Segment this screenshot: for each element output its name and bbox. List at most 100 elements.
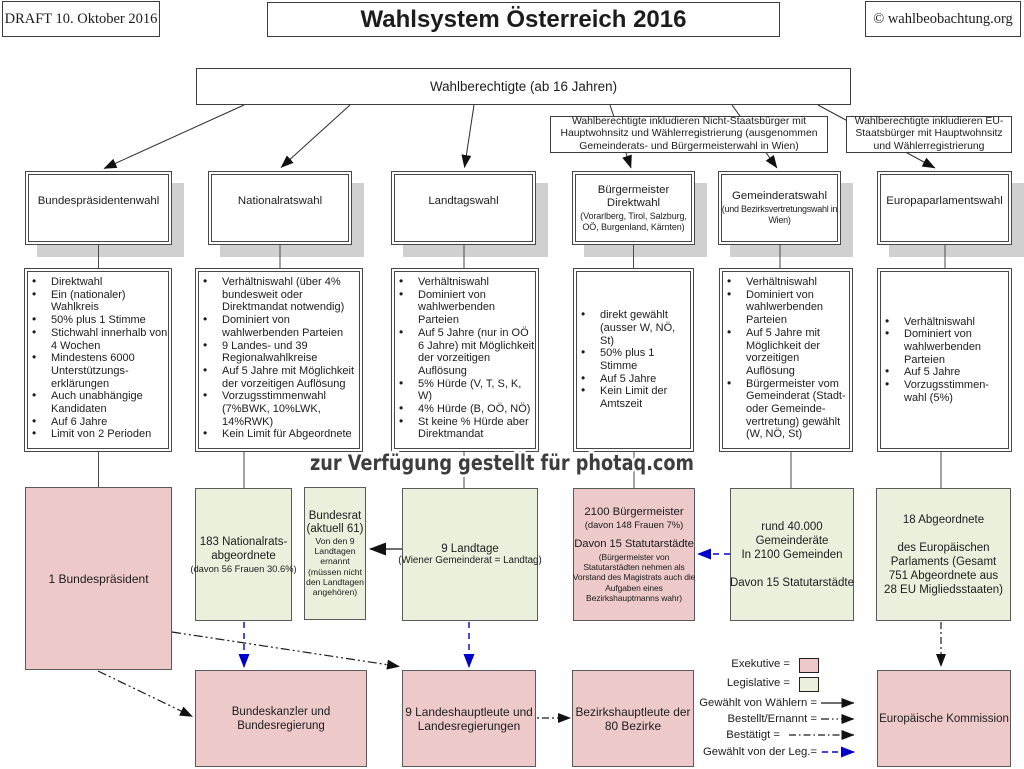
legend-legislative-label: Legislative = (726, 676, 790, 689)
bullets-landtagswahl: VerhältniswahlDominiert von wahlwerbende… (391, 268, 539, 452)
result-landtage: 9 Landtage (Wiener Gemeinderat = Landtag… (398, 488, 542, 621)
bullet-item: Verhältniswahl (727, 275, 850, 289)
legend-exekutive-label: Exekutive = (731, 658, 790, 670)
header-title: Bundespräsidentenwahl (37, 194, 160, 207)
legend-exekutive-swatch (799, 658, 819, 673)
bullet-item: Auf 6 Jahre (32, 415, 169, 429)
header-bundespraesidentenwahl: Bundespräsidentenwahl (25, 171, 172, 245)
result-sub: (davon 148 Frauen 7%) (584, 519, 684, 531)
result-sub: (davon 56 Frauen 30.6%) (190, 563, 297, 574)
bottom-eu-kommission: Europäische Kommission (877, 670, 1011, 767)
result-main: 2100 Bürgermeister (584, 505, 684, 518)
bullet-item: Auf 5 Jahre (885, 365, 1009, 379)
bullet-item: Ein (nationaler) Wahlkreis (32, 288, 169, 314)
appointment-arrows (97, 622, 946, 723)
bullet-item: Verhältniswahl (885, 315, 1009, 329)
bottom-landeshauptleute: 9 Landeshauptleute und Landesregierungen (402, 670, 536, 767)
header-landtagswahl: Landtagswahl (391, 171, 536, 245)
header-title: Europaparlamentswahl (886, 194, 1003, 207)
bullet-item: Stichwahl innerhalb von 4 Wochen (32, 326, 169, 352)
legend-bestaetigt-label: Bestätigt = (726, 729, 780, 741)
result-main: 9 Landtage (441, 543, 499, 556)
bottom-label: Bezirkshauptleute der 80 Bezirke (575, 704, 691, 733)
draft-label-box: DRAFT 10. Oktober 2016 (2, 1, 160, 37)
result-gemeinderaete: rund 40.000 Gemeinderäte In 2100 Gemeind… (730, 488, 854, 621)
bullet-item: Auf 5 Jahre (nur in OÖ 6 Jahre) mit Mögl… (399, 326, 536, 378)
legend-bestellt-ernannt-label: Bestellt/Ernannt = (727, 713, 818, 725)
result-bundesrat: Bundesrat (aktuell 61) Von den 9 Landtag… (304, 487, 366, 620)
title-box: Wahlsystem Österreich 2016 (267, 2, 780, 37)
bullet-item: Kein Limit der Amtszeit (581, 384, 691, 410)
legend-legislative-swatch (799, 677, 819, 692)
bullet-item: Auch unabhängige Kandidaten (32, 389, 169, 415)
result-sub: Von den 9 Landtagen ernannt (müssen nich… (306, 535, 364, 598)
legend-gewaehlt-von-waehlern-label: Gewählt von Wählern = (699, 697, 817, 709)
bullet-list: VerhältniswahlDominiert von wahlwerbende… (878, 315, 1011, 405)
result-bundespraesident: 1 Bundespräsident (25, 487, 172, 670)
header-subtitle: (und Bezirksvertretungswahl in Wien) (721, 203, 838, 225)
copyright-box: © wahlbeobachtung.org (865, 1, 1021, 37)
note-non-citizens: Wahlberechtigte inkludieren Nicht-Staats… (550, 116, 828, 153)
header-subtitle: (Vorarlberg, Tirol, Salzburg, OÖ, Burgen… (580, 210, 687, 232)
result-eu-abgeordnete: 18 Abgeordnete des Europäischen Parlamen… (876, 488, 1011, 621)
legend-arrow-samples (789, 698, 855, 758)
note-eu-citizens: Wahlberechtigte inkludieren EU- Staatsbü… (846, 116, 1012, 153)
note-eu-citizens-text: Wahlberechtigte inkludieren EU- Staatsbü… (854, 116, 1004, 152)
bullet-item: Auf 5 Jahre mit Möglichkeit der vorzeiti… (203, 364, 360, 390)
result-main: 183 Nationalrats- abgeordnete (199, 536, 288, 562)
bullet-item: Direktwahl (32, 275, 169, 289)
result-main2: Davon 15 Statutarstädte (574, 538, 694, 551)
header-title: Nationalratswahl (237, 194, 323, 207)
header-title: Gemeinderatswahl (732, 190, 827, 203)
bullet-item: Dominiert von wahlwerbenden Parteien (885, 327, 1009, 366)
bullet-list: VerhältniswahlDominiert von wahlwerbende… (720, 269, 852, 441)
copyright-label: © wahlbeobachtung.org (873, 10, 1013, 27)
bottom-label: Bundeskanzler und Bundesregierung (231, 705, 331, 732)
bullet-item: 50% plus 1 Stimme (32, 313, 169, 327)
bullet-item: Vorzugsstimmen- wahl (5%) (885, 378, 1009, 404)
bullet-item: Dominiert von wahlwerbenden Parteien (203, 313, 360, 339)
bullets-bundespraesidentenwahl: DirektwahlEin (nationaler) Wahlkreis50% … (24, 268, 172, 452)
legislative-elects-arrows (238, 548, 730, 668)
bullet-item: Bürgermeister vom Gemeinderat (Stadt- od… (727, 377, 850, 442)
result-label: 1 Bundespräsident (48, 571, 149, 586)
bullet-item: Verhältniswahl (über 4% bundesweit oder … (203, 275, 360, 314)
header-nationalratswahl: Nationalratswahl (208, 171, 352, 245)
bullets-nationalratswahl: Verhältniswahl (über 4% bundesweit oder … (195, 268, 363, 452)
bullet-list: VerhältniswahlDominiert von wahlwerbende… (392, 269, 538, 441)
header-title: Landtagswahl (428, 194, 499, 207)
bullet-item: Dominiert von wahlwerbenden Parteien (727, 288, 850, 327)
draft-label: DRAFT 10. Oktober 2016 (4, 10, 158, 27)
result-main: Bundesrat (aktuell 61) (306, 509, 364, 535)
note-non-citizens-text: Wahlberechtigte inkludieren Nicht-Staats… (560, 116, 818, 152)
bullet-item: Verhältniswahl (399, 275, 536, 289)
bottom-bezirkshauptleute: Bezirkshauptleute der 80 Bezirke (572, 670, 694, 767)
bullet-list: DirektwahlEin (nationaler) Wahlkreis50% … (25, 269, 171, 441)
result-buergermeister: 2100 Bürgermeister (davon 148 Frauen 7%)… (573, 488, 695, 621)
header-europaparlamentswahl: Europaparlamentswahl (877, 171, 1012, 245)
root-box-label: Wahlberechtigte (ab 16 Jahren) (429, 79, 618, 94)
root-box-wahlberechtigte: Wahlberechtigte (ab 16 Jahren) (196, 68, 851, 105)
bullet-item: Kein Limit für Abgeordnete (203, 427, 360, 441)
legend-gewaehlt-von-der-leg-label: Gewählt von der Leg.= (703, 746, 817, 758)
bullet-item: Limit von 2 Perioden (32, 427, 169, 441)
bullet-item: 9 Landes- und 39 Regionalwahlkreise (203, 338, 360, 365)
result-sub2: (Bürgermeister von Statutarstädten nehme… (572, 551, 696, 603)
bullets-buergermeister-direktwahl: direkt gewählt (ausser W, NÖ, St)50% plu… (573, 268, 694, 452)
result-nationalratsabgeordnete: 183 Nationalrats- abgeordnete (davon 56 … (190, 488, 297, 621)
header-gemeinderatswahl: Gemeinderatswahl (und Bezirksvertretungs… (718, 171, 841, 245)
bottom-label: 9 Landeshauptleute und Landesregierungen (405, 704, 533, 733)
header-title: Bürgermeister Direktwahl (597, 183, 670, 210)
header-buergermeister-direktwahl: Bürgermeister Direktwahl (Vorarlberg, Ti… (572, 171, 695, 245)
bullet-item: 4% Hürde (B, OÖ, NÖ) (399, 402, 536, 416)
bullet-item: Auf 5 Jahre mit Möglichkeit der vorzeiti… (727, 326, 850, 378)
result-label: 18 Abgeordnete des Europäischen Parlamen… (884, 513, 1003, 596)
bullet-item: Mindestens 6000 Unterstützungs- erklärun… (32, 351, 169, 390)
page-title: Wahlsystem Österreich 2016 (360, 5, 687, 33)
bullet-list: direkt gewählt (ausser W, NÖ, St)50% plu… (574, 308, 693, 411)
bottom-bundeskanzler: Bundeskanzler und Bundesregierung (195, 670, 367, 767)
bullet-list: Verhältniswahl (über 4% bundesweit oder … (196, 269, 362, 441)
bullets-gemeinderatswahl: VerhältniswahlDominiert von wahlwerbende… (719, 268, 853, 452)
bottom-label: Europäische Kommission (879, 712, 1009, 725)
